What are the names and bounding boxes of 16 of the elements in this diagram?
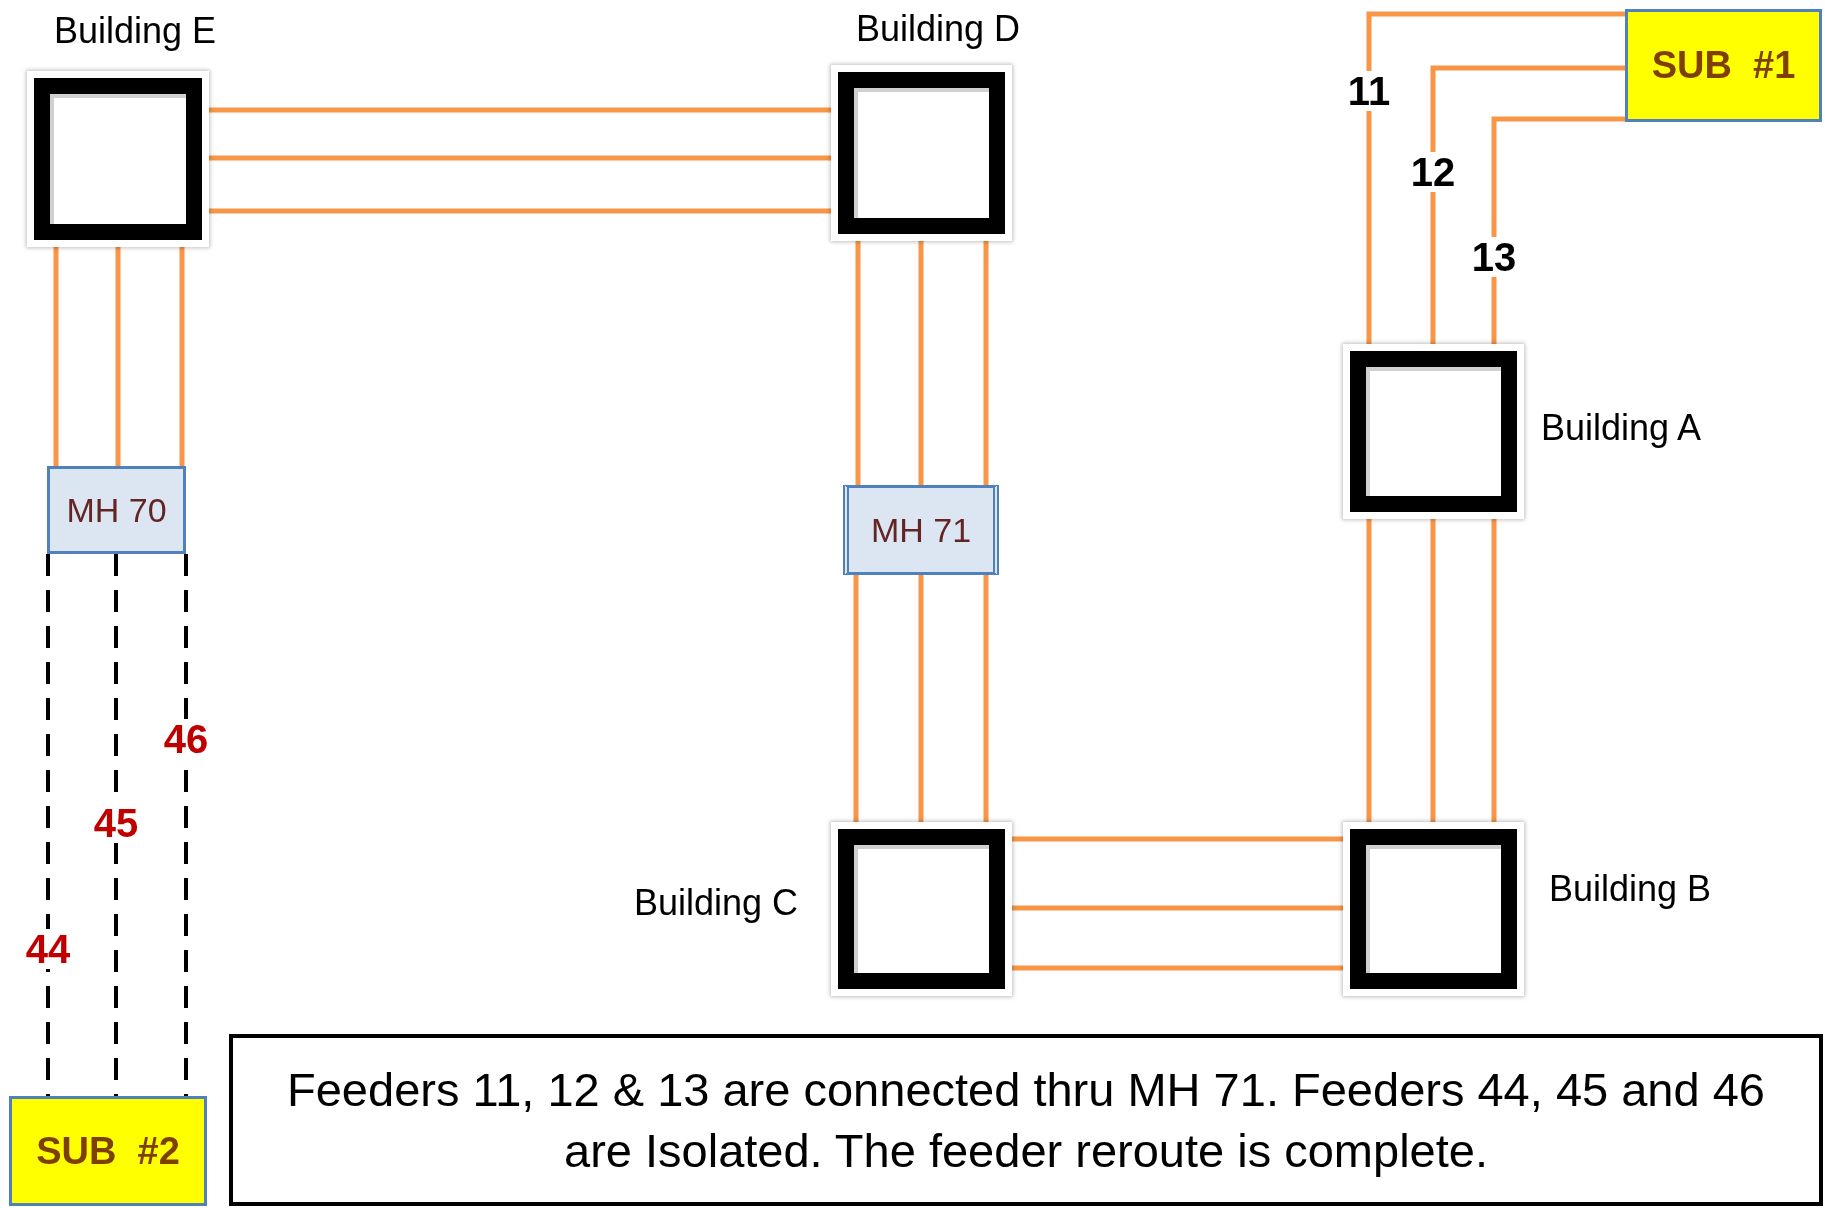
dashed-feeder-line [114,554,118,1096]
building-label: Building A [1541,410,1702,446]
substation-box: SUB #1 [1625,9,1822,122]
manhole-box: MH 70 [47,466,186,554]
building-label: Building D [855,11,1021,47]
building-label: Building E [53,13,217,49]
edge-label: 46 [162,719,210,759]
edge-label: 44 [24,929,72,969]
edge-label: 45 [92,803,140,843]
note-box: Feeders 11, 12 & 13 are connected thru MH 71. Feeders 44, 45 and 46 are Isolated. The feeder reroute is complete. [229,1034,1823,1206]
substation-box: SUB #2 [9,1096,207,1206]
building-label: Building C [633,885,798,921]
manhole-box: MH 71 [843,485,999,575]
building-label: Building B [1549,871,1712,907]
dashed-feeder-line [184,554,188,1096]
dashed-feeder-line [46,554,50,1096]
